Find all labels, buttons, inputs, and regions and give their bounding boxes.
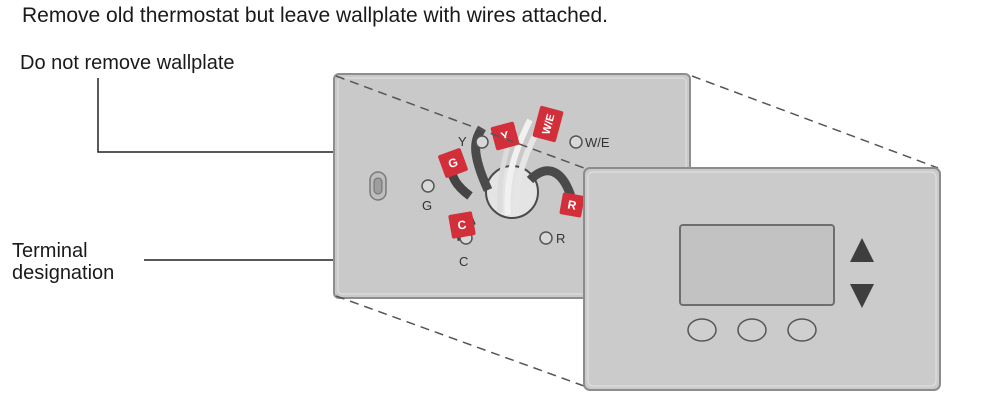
thermostat-button-3	[787, 318, 817, 342]
terminal-screw-g	[421, 179, 435, 193]
wire-tag-r: R	[559, 192, 585, 218]
wire-tag-c: C	[448, 211, 476, 239]
wire-tag-g: G	[438, 148, 468, 178]
thermostat	[583, 167, 941, 391]
callout-do-not-remove-wallplate: Do not remove wallplate	[20, 52, 235, 74]
terminal-screw-r	[539, 231, 553, 245]
wire-tag-we: W/E	[532, 105, 564, 143]
terminal-screw-y	[475, 135, 489, 149]
callout-terminal-designation: Terminal designation	[12, 240, 114, 284]
terminal-label-we: W/E	[585, 135, 610, 150]
terminal-label-y: Y	[458, 134, 467, 149]
projection-lines	[335, 75, 939, 387]
svg-text:Y: Y	[499, 128, 510, 144]
callout-terminal-line2: designation	[12, 262, 115, 284]
terminal-screw-we	[569, 135, 583, 149]
terminal-label-c: C	[459, 254, 468, 269]
wire-tag-y: Y	[490, 121, 520, 151]
thermostat-button-1	[687, 318, 717, 342]
svg-text:G: G	[446, 155, 460, 171]
up-arrow-icon	[850, 238, 874, 262]
callout-terminal-line1: Terminal	[12, 240, 88, 262]
thermostat-button-2	[737, 318, 767, 342]
terminal-label-r: R	[556, 231, 565, 246]
caption: Remove old thermostat but leave wallplat…	[22, 4, 608, 27]
svg-text:C: C	[457, 217, 468, 232]
svg-text:W/E: W/E	[540, 113, 557, 136]
terminal-label-g: G	[422, 198, 432, 213]
leader-line-wallplate	[97, 78, 358, 153]
thermostat-display	[679, 224, 835, 306]
down-arrow-icon	[850, 284, 874, 308]
svg-text:R: R	[567, 197, 578, 212]
